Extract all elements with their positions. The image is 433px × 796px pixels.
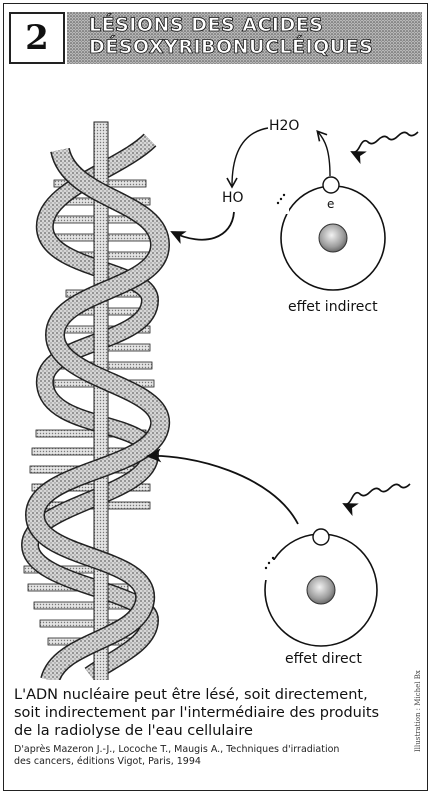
source-reference: D'après Mazeron J.-J., Locoche T., Maugi… bbox=[14, 744, 404, 768]
direct-atom bbox=[262, 529, 377, 646]
indirect-effect-label: effet indirect bbox=[288, 299, 378, 315]
dna-lesion-diagram bbox=[0, 0, 433, 680]
direct-to-dna-arrow bbox=[148, 456, 298, 524]
dna-double-helix bbox=[24, 122, 160, 680]
indirect-electron bbox=[323, 177, 339, 193]
incoming-radiation-direct bbox=[344, 484, 410, 504]
caption-line-3: de la radiolyse de l'eau cellulaire bbox=[14, 722, 404, 740]
ho-label: HO bbox=[222, 190, 244, 206]
source-line-2: des cancers, éditions Vigot, Paris, 1994 bbox=[14, 756, 404, 768]
illustration-credit: Illustration : Michel Bx bbox=[414, 670, 422, 752]
source-line-1: D'après Mazeron J.-J., Locoche T., Maugi… bbox=[14, 744, 404, 756]
indirect-atom bbox=[277, 177, 385, 290]
h2o-label: H2O bbox=[269, 118, 299, 134]
caption-line-2: soit indirectement par l'intermédiaire d… bbox=[14, 704, 404, 722]
indirect-nucleus bbox=[319, 224, 347, 252]
electron-label: e bbox=[327, 197, 334, 211]
direct-electron bbox=[313, 529, 329, 545]
direct-nucleus bbox=[307, 576, 335, 604]
incoming-radiation-indirect bbox=[352, 132, 418, 152]
ho-to-dna-arrow bbox=[172, 212, 234, 240]
caption-line-1: L'ADN nucléaire peut être lésé, soit dir… bbox=[14, 686, 404, 704]
direct-effect-label: effet direct bbox=[285, 651, 362, 667]
electron-to-h2o-arrow bbox=[318, 132, 330, 176]
h2o-to-ho-arrow bbox=[232, 128, 268, 186]
caption: L'ADN nucléaire peut être lésé, soit dir… bbox=[14, 686, 404, 740]
